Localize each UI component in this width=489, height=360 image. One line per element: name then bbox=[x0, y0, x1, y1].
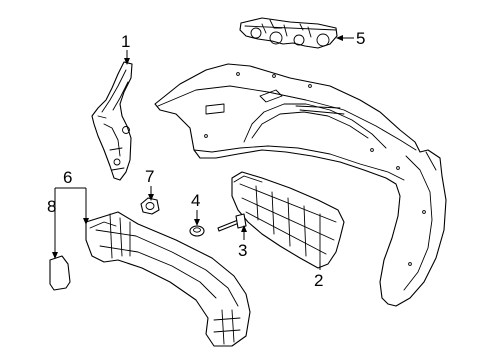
part-2-energy-absorber bbox=[231, 171, 345, 269]
leader-lines bbox=[52, 35, 354, 270]
bumper-cover bbox=[154, 63, 447, 307]
callout-4: 4 bbox=[191, 191, 200, 210]
callout-1: 1 bbox=[121, 32, 130, 51]
part-1-side-bracket bbox=[91, 61, 133, 181]
callout-8: 8 bbox=[47, 197, 56, 216]
callout-7: 7 bbox=[145, 167, 154, 186]
callout-5: 5 bbox=[356, 29, 365, 48]
callout-6: 6 bbox=[63, 168, 72, 187]
part-5-upper-bracket bbox=[239, 17, 338, 49]
part-7-clip bbox=[140, 197, 160, 215]
callout-3: 3 bbox=[238, 241, 247, 260]
callout-2: 2 bbox=[314, 271, 323, 290]
part-3-bolt bbox=[217, 213, 247, 232]
part-4-plug bbox=[189, 225, 205, 237]
part-6-reinforcement-beam bbox=[85, 211, 251, 347]
part-8-cover bbox=[49, 255, 71, 291]
